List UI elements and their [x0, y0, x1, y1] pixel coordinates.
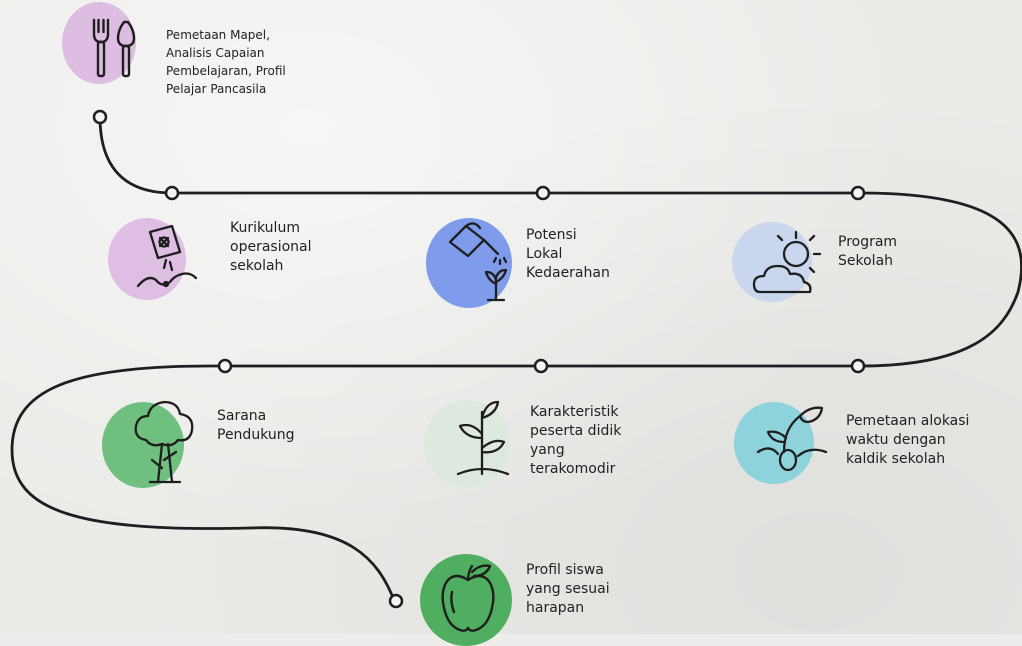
sprout-seed-icon — [756, 406, 828, 472]
step-label-kurikulum: Kurikulum operasional sekolah — [230, 220, 312, 274]
step-label-potensi: Potensi Lokal Kedaerahan — [526, 227, 610, 281]
path-node-sarana — [217, 358, 233, 374]
step-label-karakteristik: Karakteristik peserta didik yang terakom… — [530, 404, 622, 477]
step-label-pemetaan-mapel: Pemetaan Mapel, Analisis Capaian Pembela… — [166, 28, 286, 96]
tree-icon — [134, 400, 194, 484]
path-node-kurikulum — [164, 185, 180, 201]
garden-tools-icon — [92, 18, 136, 78]
step-blob-karakteristik — [424, 400, 510, 488]
path-node-program — [850, 185, 866, 201]
step-label-program: Program Sekolah — [838, 234, 898, 269]
path-node-karakteristik — [533, 358, 549, 374]
sun-cloud-icon — [752, 230, 822, 294]
watering-can-icon — [448, 222, 508, 302]
seed-packet-icon — [136, 224, 198, 288]
path-node-alokasi — [850, 358, 866, 374]
path-node-start — [92, 109, 108, 125]
path-node-potensi — [535, 185, 551, 201]
step-label-sarana: Sarana Pendukung — [217, 408, 295, 443]
step-blob-program — [732, 222, 812, 302]
apple-icon — [441, 564, 495, 632]
seedling-icon — [456, 400, 510, 476]
step-label-pemetaan-alokasi: Pemetaan alokasi waktu dengan kaldik sek… — [846, 413, 970, 467]
step-blob-potensi — [426, 218, 512, 308]
step-label-profil: Profil siswa yang sesuai harapan — [526, 562, 610, 616]
path-node-end — [388, 593, 404, 609]
